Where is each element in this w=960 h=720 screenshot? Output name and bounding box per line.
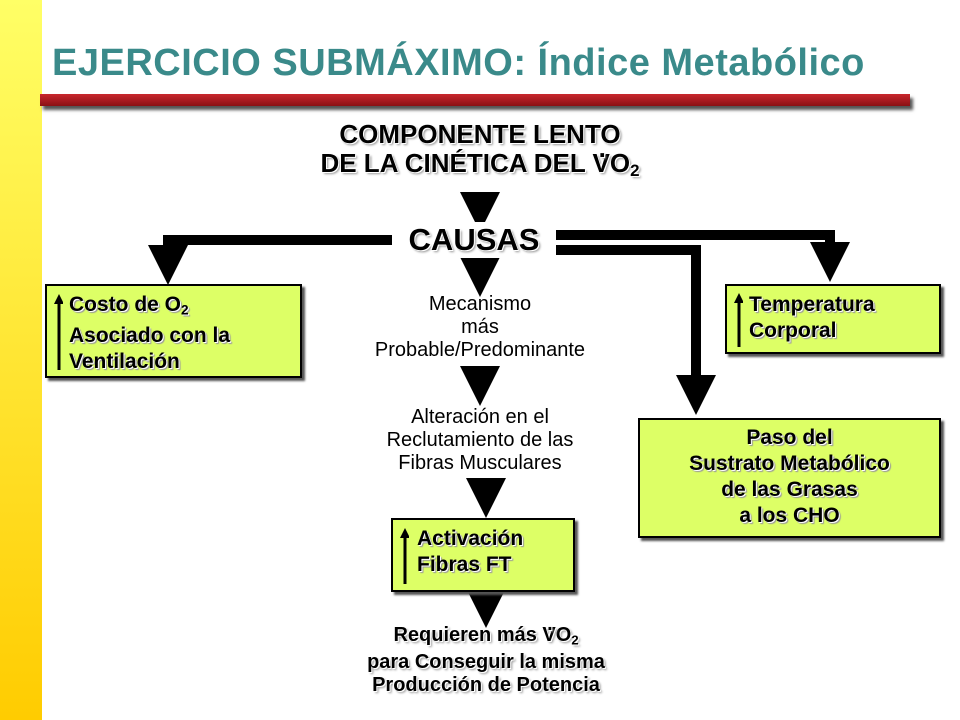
arrow-causas-temperatura: [556, 230, 850, 282]
conclusion-text: Requieren más VO2 para Conseguir la mism…: [300, 624, 672, 697]
slow-component-heading: COMPONENTE LENTO DE LA CINÉTICA DEL VO2: [250, 120, 710, 185]
page-title: EJERCICIO SUBMÁXIMO: Índice Metabólico: [52, 42, 865, 84]
left-accent-bar: [0, 0, 42, 720]
ft-fiber-activation-box: Activación Fibras FT: [391, 518, 575, 592]
causas-label: CAUSAS: [392, 222, 556, 258]
recruitment-text: Alteración en el Reclutamiento de las Fi…: [386, 406, 574, 474]
increase-arrow-icon: [734, 293, 743, 347]
increase-arrow-icon: [54, 294, 63, 370]
ft-fiber-activation-text: Activación Fibras FT: [417, 527, 524, 576]
ventilation-cost-text: Costo de O2 Asociado con la Ventilación: [69, 293, 231, 374]
substrate-shift-text: Paso del Sustrato Metabólico de las Gras…: [689, 426, 890, 527]
body-temperature-box: Temperatura Corporal: [725, 284, 941, 354]
heading-line-2: DE LA CINÉTICA DEL VO2: [250, 149, 710, 185]
increase-arrow-icon: [400, 528, 409, 584]
arrow-causas-left: [148, 235, 395, 285]
arrow-causas-sustrato: [556, 245, 716, 415]
mechanism-text: Mecanismo más Probable/Predominante: [374, 293, 586, 361]
ventilation-cost-box: Costo de O2 Asociado con la Ventilación: [45, 284, 302, 378]
heading-line-1: COMPONENTE LENTO: [339, 119, 621, 149]
body-temperature-text: Temperatura Corporal: [749, 293, 875, 342]
substrate-shift-box: Paso del Sustrato Metabólico de las Gras…: [638, 418, 941, 538]
title-underline: [40, 94, 910, 106]
vo2-symbol: V: [542, 624, 555, 646]
vo2-symbol: V: [593, 148, 610, 178]
